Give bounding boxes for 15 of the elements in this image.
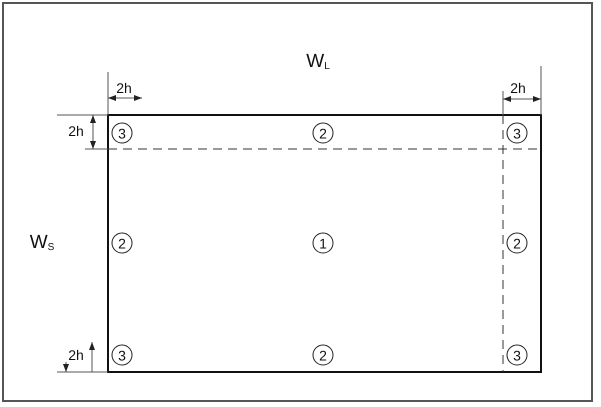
dimension-label: 2h (116, 80, 132, 96)
dimension-label: W$_{L}$ (306, 51, 330, 73)
zone-number-circle: 2 (312, 344, 334, 366)
dimension-label: 2h (68, 123, 84, 139)
zone-number-circle: 2 (506, 232, 528, 254)
zone-number-circle: 3 (112, 122, 132, 144)
dimension-label: 2h (68, 347, 84, 363)
zone-number-circle: 3 (112, 344, 132, 366)
zone-number-circle: 3 (506, 122, 528, 144)
zone-number-circle: 2 (312, 122, 334, 144)
zone-number-circle: 1 (312, 232, 334, 254)
dimension-label: W$_{S}$ (30, 232, 54, 254)
dimension-label: 2h (510, 80, 526, 96)
zone-number-circle: 3 (506, 344, 528, 366)
zone-number-circle: 2 (112, 232, 132, 254)
